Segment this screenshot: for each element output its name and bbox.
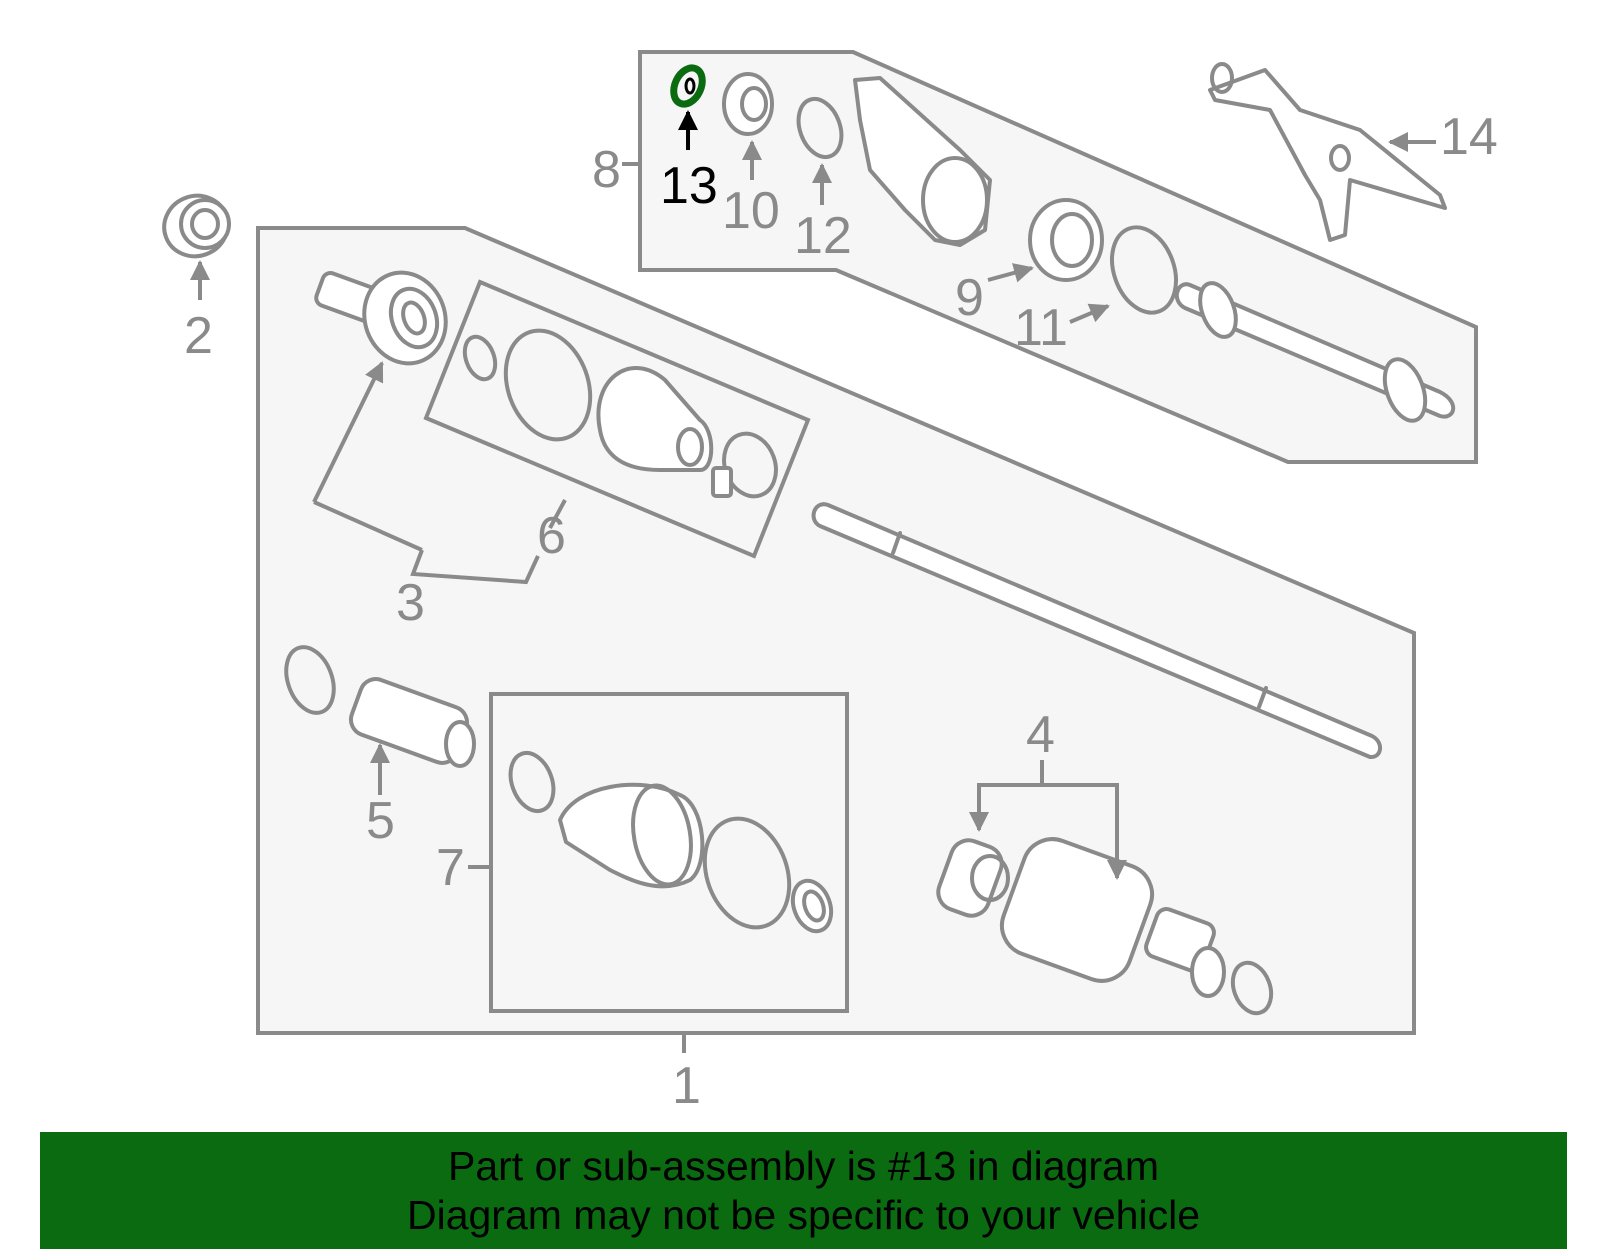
callout-11: 11 [1014,299,1068,357]
part-3-outer-joint [314,270,448,366]
part-5-damper [284,645,476,768]
part-11-circlip [1110,225,1178,315]
callout-1: 1 [672,1057,701,1115]
callout-7: 7 [436,839,465,897]
callout-4: 4 [1026,706,1055,764]
part-9-bearing [1028,198,1104,282]
half-shaft [1174,281,1456,423]
part-10-bearing [722,72,774,136]
leader-lines [190,110,1436,1053]
callout-10: 10 [722,182,780,240]
bearing-support-bracket [853,76,992,247]
part-6-boot-kit [462,328,778,499]
part-12-snap-ring [796,96,844,160]
part-2-seal-cap [162,193,231,259]
banner-line-2: Diagram may not be specific to your vehi… [406,1192,1200,1238]
banner-line-1: Part or sub-assembly is #13 in diagram [448,1143,1159,1189]
callout-5: 5 [366,792,395,850]
callout-13: 13 [660,157,718,215]
intermediate-shaft [811,502,1382,759]
callout-6: 6 [537,507,566,565]
callout-9: 9 [955,269,984,327]
part-13-seal-highlighted [670,64,706,108]
callout-12: 12 [794,207,852,265]
callout-3: 3 [396,574,425,632]
info-banner: Part or sub-assembly is #13 in diagram D… [40,1132,1567,1249]
callout-2: 2 [184,307,213,365]
callout-14: 14 [1440,108,1498,166]
callout-8: 8 [592,141,621,199]
part-14-bracket [1208,62,1447,242]
part-7-boot-kit [508,750,834,934]
